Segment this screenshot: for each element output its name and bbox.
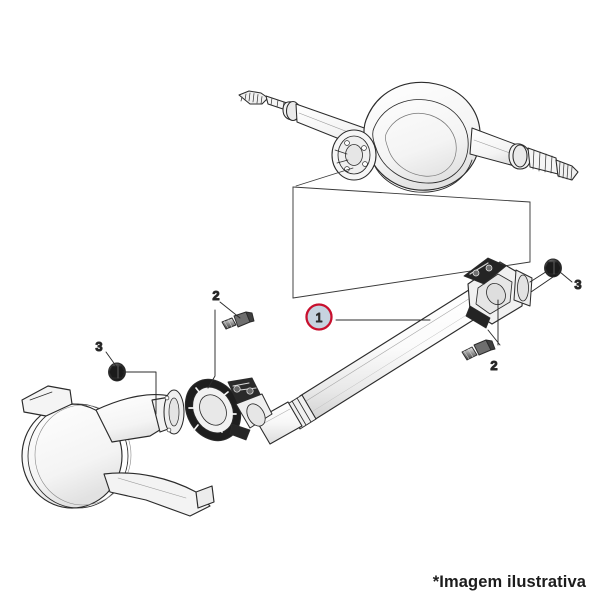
callout-3-right-label: 3	[574, 277, 581, 292]
callout-leader-lines	[105, 271, 573, 415]
assembly-projection-lines	[292, 167, 531, 299]
callout-3-left-label: 3	[95, 339, 102, 354]
callout-1-label: 1	[315, 310, 322, 325]
rear-axle-housing	[238, 81, 579, 193]
illustrative-image-caption: *Imagem ilustrativa	[432, 573, 586, 591]
hex-nut-right	[544, 258, 562, 278]
callout-1[interactable]: 1	[305, 303, 333, 331]
callout-2-right-label: 2	[490, 358, 497, 373]
cardan-drive-shaft	[184, 257, 554, 445]
universal-joint-yoke-left	[184, 377, 273, 442]
hex-bolt-left	[221, 311, 255, 330]
axle-input-flange	[331, 129, 377, 181]
universal-joint-yoke-right	[463, 257, 554, 329]
hex-bolt-right	[461, 339, 496, 361]
hex-nut-left	[108, 362, 126, 382]
callout-2-left-label: 2	[212, 288, 219, 303]
transmission-output-flange	[151, 389, 185, 435]
